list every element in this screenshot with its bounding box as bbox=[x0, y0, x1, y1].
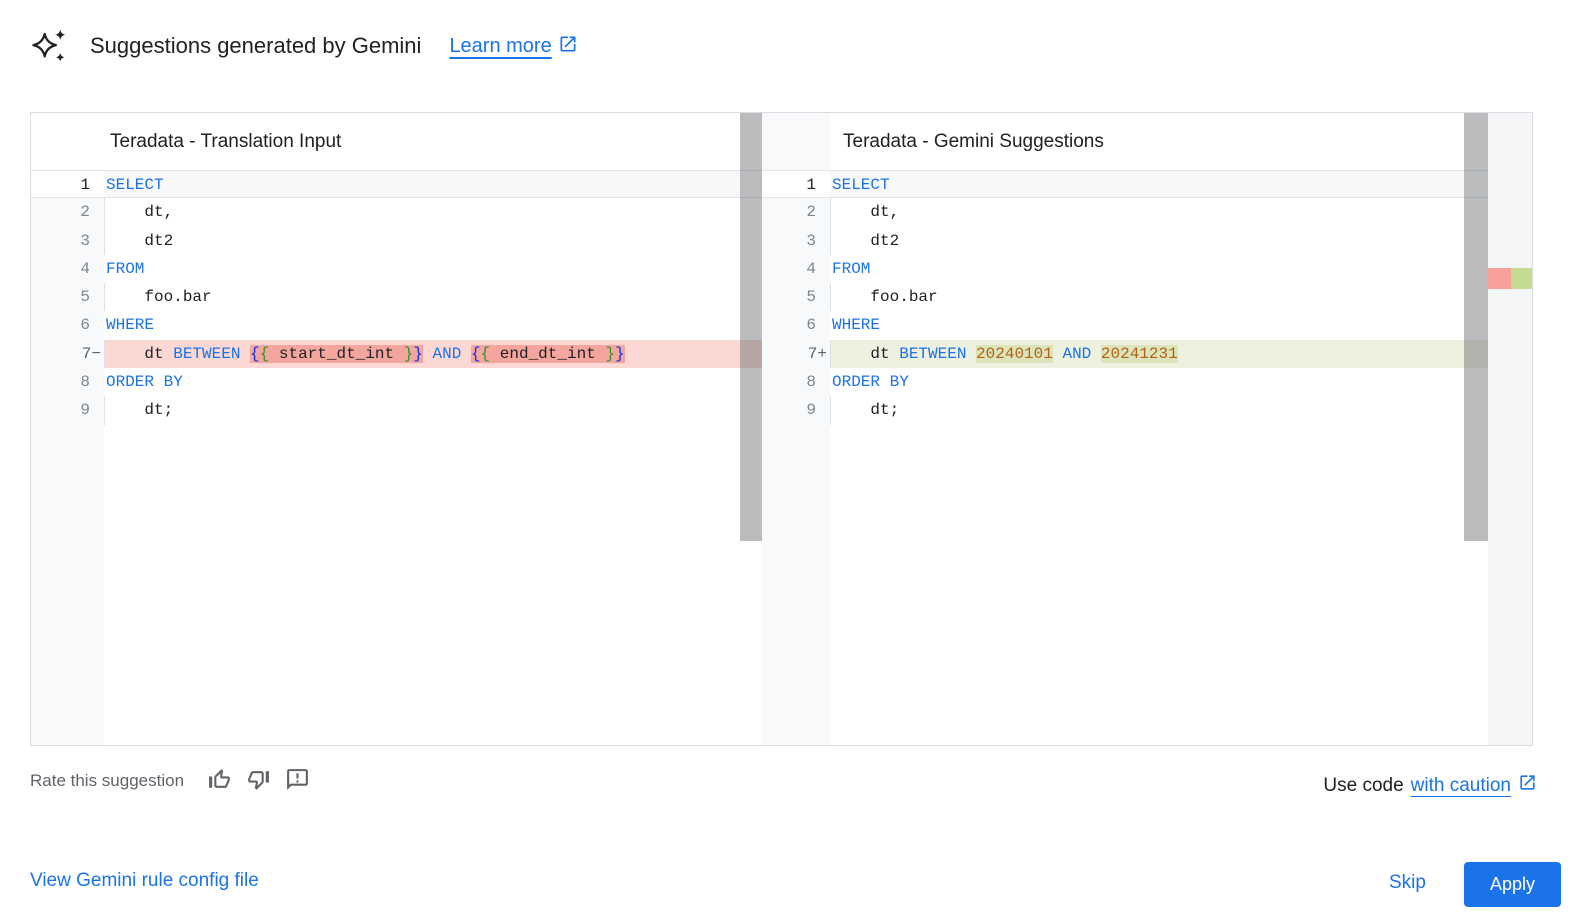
line-number: 1 bbox=[31, 170, 104, 199]
code-text: dt2 bbox=[104, 227, 740, 255]
thumb-down-icon bbox=[246, 767, 271, 795]
rating-bar: Rate this suggestion bbox=[30, 768, 323, 794]
use-code-caution: Use code with caution bbox=[1323, 773, 1537, 798]
line-number: 4 bbox=[806, 259, 816, 278]
line-number: 8 bbox=[806, 373, 816, 392]
line-number-gutter bbox=[762, 113, 830, 745]
overview-added-marker bbox=[1511, 268, 1532, 289]
skip-button[interactable]: Skip bbox=[1383, 862, 1432, 904]
code-text: dt; bbox=[830, 396, 1464, 424]
code-text: foo.bar bbox=[830, 283, 1464, 311]
code-text: SELECT bbox=[830, 170, 1464, 199]
gemini-sparkle-icon bbox=[30, 26, 68, 66]
code-line-8: 8 ORDER BY bbox=[762, 368, 1532, 396]
code-text: dt BETWEEN {{ start_dt_int }} AND {{ end… bbox=[104, 339, 740, 369]
code-text: ORDER BY bbox=[106, 373, 183, 392]
code-text: ORDER BY bbox=[832, 373, 909, 392]
learn-more-label: Learn more bbox=[449, 34, 552, 57]
code-line-6: 6 WHERE bbox=[31, 311, 762, 339]
line-number: 2 bbox=[806, 203, 816, 222]
code-text: dt, bbox=[830, 198, 1464, 226]
panel-title-input: Teradata - Translation Input bbox=[110, 130, 342, 152]
overview-removed-marker bbox=[1488, 268, 1511, 289]
code-line-9: 9 dt; bbox=[31, 396, 762, 424]
row-scrollbar-area bbox=[740, 170, 762, 199]
code-text: foo.bar bbox=[104, 283, 740, 311]
thumb-up-icon bbox=[207, 767, 232, 795]
feedback-button[interactable] bbox=[284, 768, 310, 794]
code-line-9: 9 dt; bbox=[762, 396, 1532, 424]
line-number: 6 bbox=[80, 316, 90, 335]
scrollbar-thumb-right[interactable] bbox=[1464, 113, 1488, 541]
line-number: 7+ bbox=[807, 344, 827, 363]
learn-more-link[interactable]: Learn more bbox=[449, 34, 577, 59]
line-number: 5 bbox=[80, 288, 90, 307]
code-line-7: 7+ dt BETWEEN 20240101 AND 20241231 bbox=[762, 339, 1532, 369]
line-number: 6 bbox=[806, 316, 816, 335]
scrollbar-thumb-left[interactable] bbox=[740, 113, 762, 541]
code-text: dt, bbox=[104, 198, 740, 226]
code-line-7: 7− dt BETWEEN {{ start_dt_int }} AND {{ … bbox=[31, 339, 762, 369]
header: Suggestions generated by Gemini Learn mo… bbox=[30, 26, 578, 66]
row-scrollbar-area bbox=[1464, 339, 1488, 369]
code-line-6: 6 WHERE bbox=[762, 311, 1532, 339]
line-number: 8 bbox=[80, 373, 90, 392]
code-text: WHERE bbox=[106, 316, 155, 335]
use-code-label: Use code bbox=[1323, 774, 1404, 796]
line-number: 9 bbox=[80, 401, 90, 420]
code-line-4: 4 FROM bbox=[31, 255, 762, 283]
view-rule-config-link[interactable]: View Gemini rule config file bbox=[30, 870, 259, 891]
line-number: 9 bbox=[806, 401, 816, 420]
line-number: 4 bbox=[80, 259, 90, 278]
code-text: FROM bbox=[106, 259, 145, 278]
with-caution-link[interactable]: with caution bbox=[1410, 774, 1511, 796]
code-text: FROM bbox=[832, 259, 871, 278]
code-text: SELECT bbox=[104, 170, 740, 199]
line-number: 3 bbox=[80, 231, 90, 250]
code-text: dt BETWEEN 20240101 AND 20241231 bbox=[830, 339, 1464, 369]
external-link-icon bbox=[1518, 773, 1537, 798]
code-line-3: 3 dt2 bbox=[31, 227, 762, 255]
code-line-2: 2 dt, bbox=[762, 198, 1532, 226]
line-number: 2 bbox=[80, 203, 90, 222]
line-number: 5 bbox=[806, 288, 816, 307]
page-title: Suggestions generated by Gemini bbox=[90, 33, 422, 58]
panel-title-suggestions: Teradata - Gemini Suggestions bbox=[843, 130, 1104, 152]
line-number-gutter bbox=[31, 170, 104, 745]
code-text: dt2 bbox=[830, 227, 1464, 255]
thumb-up-button[interactable] bbox=[206, 768, 232, 794]
row-scrollbar-area bbox=[1464, 170, 1488, 199]
code-text: WHERE bbox=[832, 316, 881, 335]
rate-label: Rate this suggestion bbox=[30, 771, 185, 790]
code-line-5: 5 foo.bar bbox=[31, 283, 762, 311]
code-line-8: 8 ORDER BY bbox=[31, 368, 762, 396]
code-text: dt; bbox=[104, 396, 740, 424]
line-number: 1 bbox=[762, 170, 830, 199]
line-number: 3 bbox=[806, 231, 816, 250]
code-line-4: 4 FROM bbox=[762, 255, 1532, 283]
line-number: 7− bbox=[81, 344, 101, 363]
code-line-3: 3 dt2 bbox=[762, 227, 1532, 255]
code-line-5: 5 foo.bar bbox=[762, 283, 1532, 311]
feedback-icon bbox=[285, 767, 310, 795]
thumb-down-button[interactable] bbox=[245, 768, 271, 794]
code-line-2: 2 dt, bbox=[31, 198, 762, 226]
external-link-icon bbox=[558, 34, 578, 59]
apply-button[interactable]: Apply bbox=[1464, 862, 1561, 907]
diff-overview-ruler bbox=[1488, 113, 1532, 745]
row-scrollbar-area bbox=[740, 339, 762, 369]
